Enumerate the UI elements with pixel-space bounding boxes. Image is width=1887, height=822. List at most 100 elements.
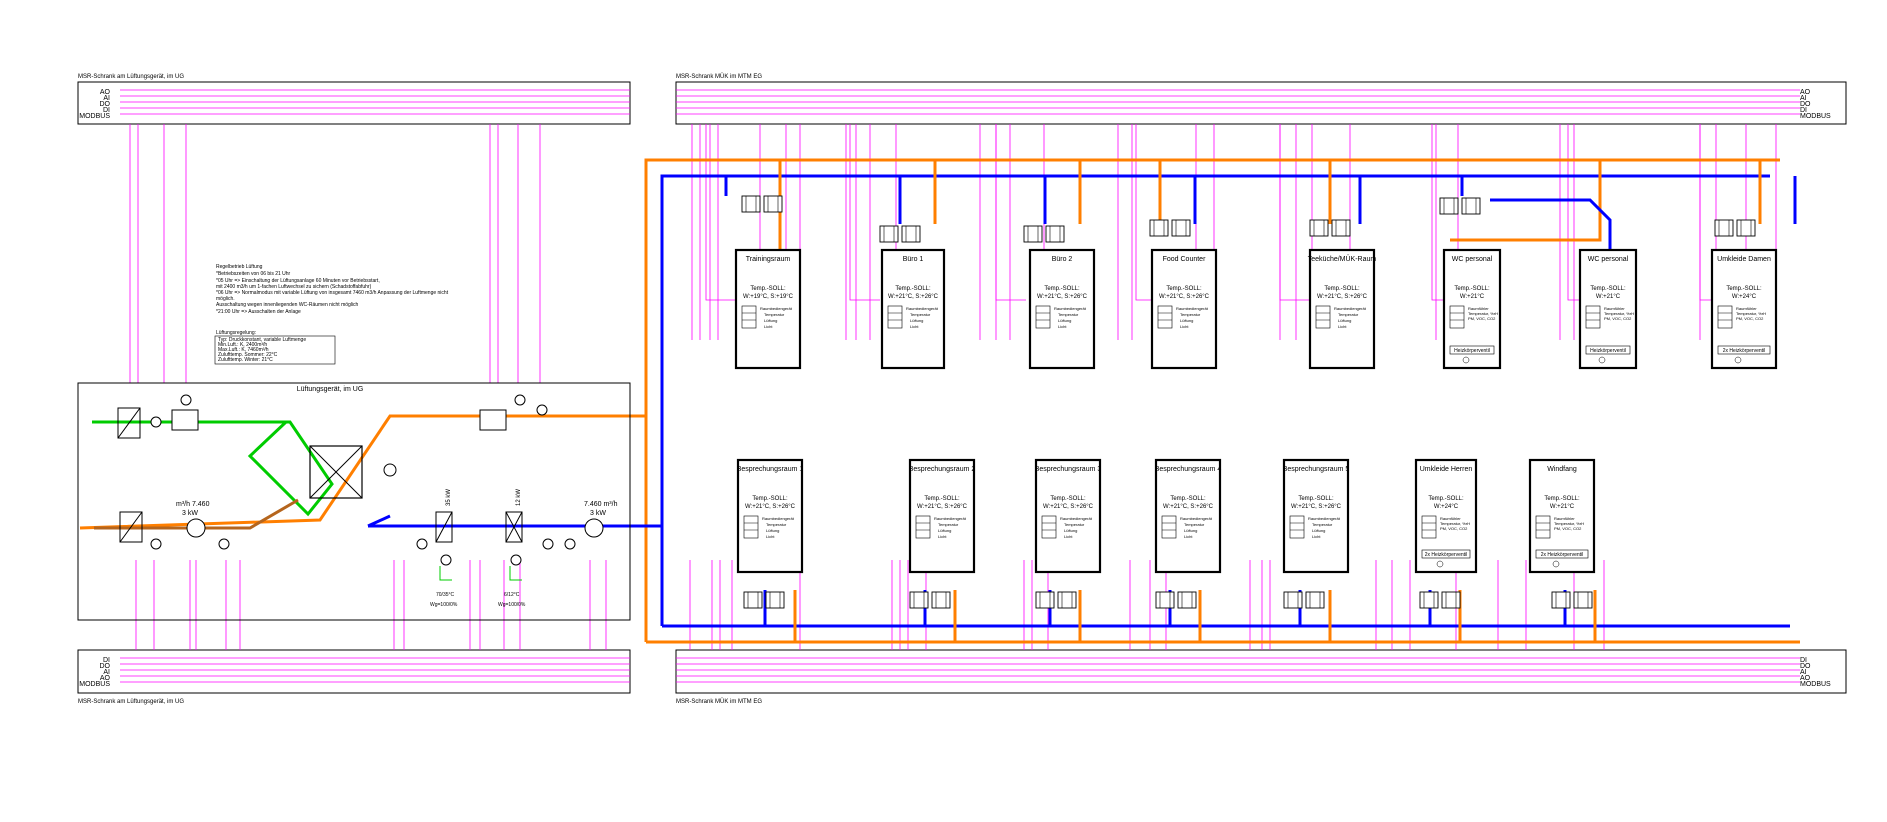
room-sensor-item: PM, VOC, CO2 <box>1440 526 1468 531</box>
room-temp-label: Temp.-SOLL: <box>1324 286 1360 292</box>
volume-flow-controller <box>1283 591 1325 609</box>
room-temp-label: Temp.-SOLL: <box>1170 496 1206 502</box>
cabinet-top-left-row-0: AO <box>100 89 111 96</box>
room-rooms_top-7: Umkleide DamenTemp.-SOLL:W:+24°CRaumfühl… <box>1710 248 1778 370</box>
volume-flow-controller <box>1023 225 1065 243</box>
room-device-title: Raumbediengerät <box>1060 516 1093 521</box>
room-device-item: Temperatur <box>764 312 785 317</box>
heater-power: 35 kW <box>446 489 452 506</box>
room-rooms_top-5: WC personalTemp.-SOLL:W:+21°CRaumfühlerT… <box>1442 248 1502 370</box>
cabinet-bottom-right-title: MSR-Schrank MÜK im MTM EG <box>676 698 762 705</box>
notes-regelbetrieb: Regelbetrieb Lüftung *Betriebszeiten von… <box>216 264 449 315</box>
cabinet-bottom-left: DI DO AI AO MODBUS MSR-Schrank am Lüftun… <box>77 649 631 705</box>
room-device-item: Licht <box>938 534 947 539</box>
room-device-item: Temperatur <box>938 522 959 527</box>
room-temp-label: Temp.-SOLL: <box>895 286 931 292</box>
room-sensor-item: PM, VOC, CO2 <box>1554 526 1582 531</box>
room-temp-value: W:+21°C <box>1596 294 1621 300</box>
room-device-title: Raumbediengerät <box>760 306 793 311</box>
volume-flow-controller <box>1714 219 1756 237</box>
fan-left-flow: m³/h 7.460 <box>176 501 210 508</box>
volume-flow-controller <box>909 591 951 609</box>
cabinet-bottom-right-row-1: DO <box>1800 663 1811 670</box>
volume-flow-controller <box>743 591 785 609</box>
room-temp-value: W:+21°C, S:+26°C <box>1159 294 1210 300</box>
room-name: WC personal <box>1452 256 1493 263</box>
cabinet-bottom-right-row-3: AO <box>1800 675 1811 682</box>
room-name: Besprechungsraum 3 <box>1035 466 1102 473</box>
note-line: Min.Luft.: K, 2400m³/h <box>218 342 267 348</box>
room-sensor-item: PM, VOC, CO2 <box>1468 316 1496 321</box>
radiator-valve-label: Heizkörperventil <box>1590 348 1626 354</box>
room-device-item: Temperatur <box>910 312 931 317</box>
room-device-item: Lüftung <box>1058 318 1071 323</box>
room-device-item: Lüftung <box>766 528 779 533</box>
heater-coil <box>435 511 453 543</box>
room-name: Büro 1 <box>903 256 924 263</box>
volume-flow-controller <box>1551 591 1593 609</box>
room-rooms_bottom-5: Umkleide HerrenTemp.-SOLL:W:+24°CRaumfüh… <box>1414 458 1478 574</box>
room-temp-value: W:+21°C, S:+26°C <box>1291 504 1342 510</box>
room-device-title: Raumbediengerät <box>1308 516 1341 521</box>
ahu-title: Lüftungsgerät, im UG <box>297 386 364 393</box>
cabinet-top-right-row-0: AO <box>1800 89 1811 96</box>
room-device-item: Licht <box>1180 324 1189 329</box>
room-sensor-title: Raumfühler <box>1468 306 1489 311</box>
extract-fan <box>186 518 206 538</box>
room-temp-value: W:+21°C, S:+26°C <box>1043 504 1094 510</box>
room-device-item: Temperatur <box>1312 522 1333 527</box>
volume-flow-controller <box>1149 219 1191 237</box>
extract-filter <box>479 409 507 431</box>
cabinet-top-left-row-4: MODBUS <box>79 113 110 120</box>
volume-flow-controller <box>1309 219 1351 237</box>
room-device-item: Temperatur <box>1338 312 1359 317</box>
note-line: Zulufttemp. Sommer: 22°C <box>218 352 278 358</box>
room-name: WC personal <box>1588 256 1629 263</box>
room-rooms_bottom-6: WindfangTemp.-SOLL:W:+21°CRaumfühlerTemp… <box>1528 458 1596 574</box>
cabinet-bottom-left-row-2: AI <box>103 669 110 676</box>
room-device-item: Lüftung <box>1064 528 1077 533</box>
room-temp-label: Temp.-SOLL: <box>1726 286 1762 292</box>
room-temp-value: W:+21°C, S:+26°C <box>1317 294 1368 300</box>
room-name: Umkleide Herren <box>1420 466 1473 473</box>
note-line: möglich. <box>216 296 235 302</box>
room-temp-label: Temp.-SOLL: <box>1166 286 1202 292</box>
cabinet-bottom-right-row-2: AI <box>1800 669 1807 676</box>
room-temp-value: W:+21°C, S:+26°C <box>1037 294 1088 300</box>
room-device-item: Lüftung <box>1338 318 1351 323</box>
cabinet-bottom-right-row-0: DI <box>1800 657 1807 664</box>
room-temp-label: Temp.-SOLL: <box>1044 286 1080 292</box>
notes-lueftungsregelung: Lüftungsregelung: Typ: Druckkonstant, va… <box>214 330 336 365</box>
cabinet-top-right-title: MSR-Schrank MÜK im MTM EG <box>676 73 762 80</box>
note-line: *05 Uhr => Einschaltung der Lüftungsanla… <box>216 278 380 284</box>
room-sensor-title: Raumfühler <box>1736 306 1757 311</box>
volume-flow-controller <box>1035 591 1077 609</box>
room-device-item: Licht <box>766 534 775 539</box>
cooler-temp: 6/12°C <box>504 592 520 598</box>
note-line: Max.Luft.: K, 7460m³/h <box>218 347 269 353</box>
room-name: Umkleide Damen <box>1717 256 1771 263</box>
radiator-valve-label: 2x Heizkörperventil <box>1541 552 1584 558</box>
cabinet-bottom-left-title: MSR-Schrank am Lüftungsgerät, im UG <box>78 699 184 705</box>
volume-flow-controller <box>879 225 921 243</box>
room-name: Besprechungsraum 2 <box>909 466 976 473</box>
room-device-item: Temperatur <box>1058 312 1079 317</box>
fan-right-flow: 7.460 m³/h <box>584 501 618 508</box>
cabinet-top-right-row-3: DI <box>1800 107 1807 114</box>
cabinet-top-right-row-2: DO <box>1800 101 1811 108</box>
room-temp-value: W:+21°C, S:+26°C <box>1163 504 1214 510</box>
room-device-item: Lüftung <box>764 318 777 323</box>
room-device-item: Lüftung <box>1312 528 1325 533</box>
room-temp-label: Temp.-SOLL: <box>924 496 960 502</box>
room-device-title: Raumbediengerät <box>762 516 795 521</box>
note-line: *06 Uhr => Normalmodus mit variable Lüft… <box>216 290 449 296</box>
volume-flow-controller <box>1155 591 1197 609</box>
